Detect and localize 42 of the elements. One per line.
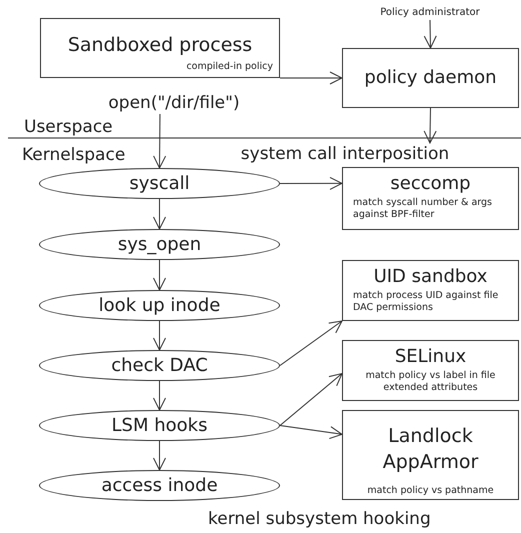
process-box <box>342 167 519 230</box>
region-label: Userspace <box>24 117 113 137</box>
node-note: match process UID against file DAC permissions <box>353 289 500 314</box>
node-title: access inode <box>101 475 218 496</box>
node-note: match policy vs label in file extended attributes <box>364 369 496 394</box>
process-box <box>342 260 519 321</box>
node-title: SELinux <box>394 346 468 367</box>
arrow <box>424 108 437 144</box>
process-box <box>342 410 519 500</box>
process-box <box>40 18 280 78</box>
node-note: match syscall number & args against BPF-filter <box>353 196 493 221</box>
node-title: seccomp <box>389 173 472 194</box>
arrow <box>153 198 166 230</box>
node-note: compiled-in policy <box>186 61 273 73</box>
arrow <box>280 176 342 190</box>
region-label: kernel subsystem hooking <box>208 509 431 529</box>
arrow <box>280 373 342 426</box>
arrow <box>153 440 166 470</box>
node-title: look up inode <box>98 295 220 316</box>
node-title: LSM hooks <box>112 415 208 436</box>
arrow <box>280 72 342 84</box>
node-title: syscall <box>129 173 190 194</box>
arrow <box>424 20 437 48</box>
arrow <box>153 114 166 168</box>
arrow <box>280 320 342 366</box>
role-label: Policy administrator <box>379 6 481 20</box>
node-title: UID sandbox <box>372 266 488 287</box>
node-title: sys_open <box>118 234 202 255</box>
region-label: system call interposition <box>240 143 450 165</box>
process-box <box>342 340 519 401</box>
process-box <box>342 48 519 108</box>
arrow <box>153 380 166 410</box>
region-label: Kernelspace <box>22 145 126 165</box>
code-label: open("/dir/file") <box>107 92 241 114</box>
node-title: Landlock AppArmor <box>382 424 480 475</box>
node-title: policy daemon <box>363 67 498 88</box>
node-title: Sandboxed process <box>66 34 254 56</box>
node-note: match policy vs pathname <box>366 485 495 497</box>
arrow <box>153 320 166 350</box>
node-title: check DAC <box>111 355 208 376</box>
arrow <box>280 425 342 440</box>
arrow <box>153 260 166 290</box>
